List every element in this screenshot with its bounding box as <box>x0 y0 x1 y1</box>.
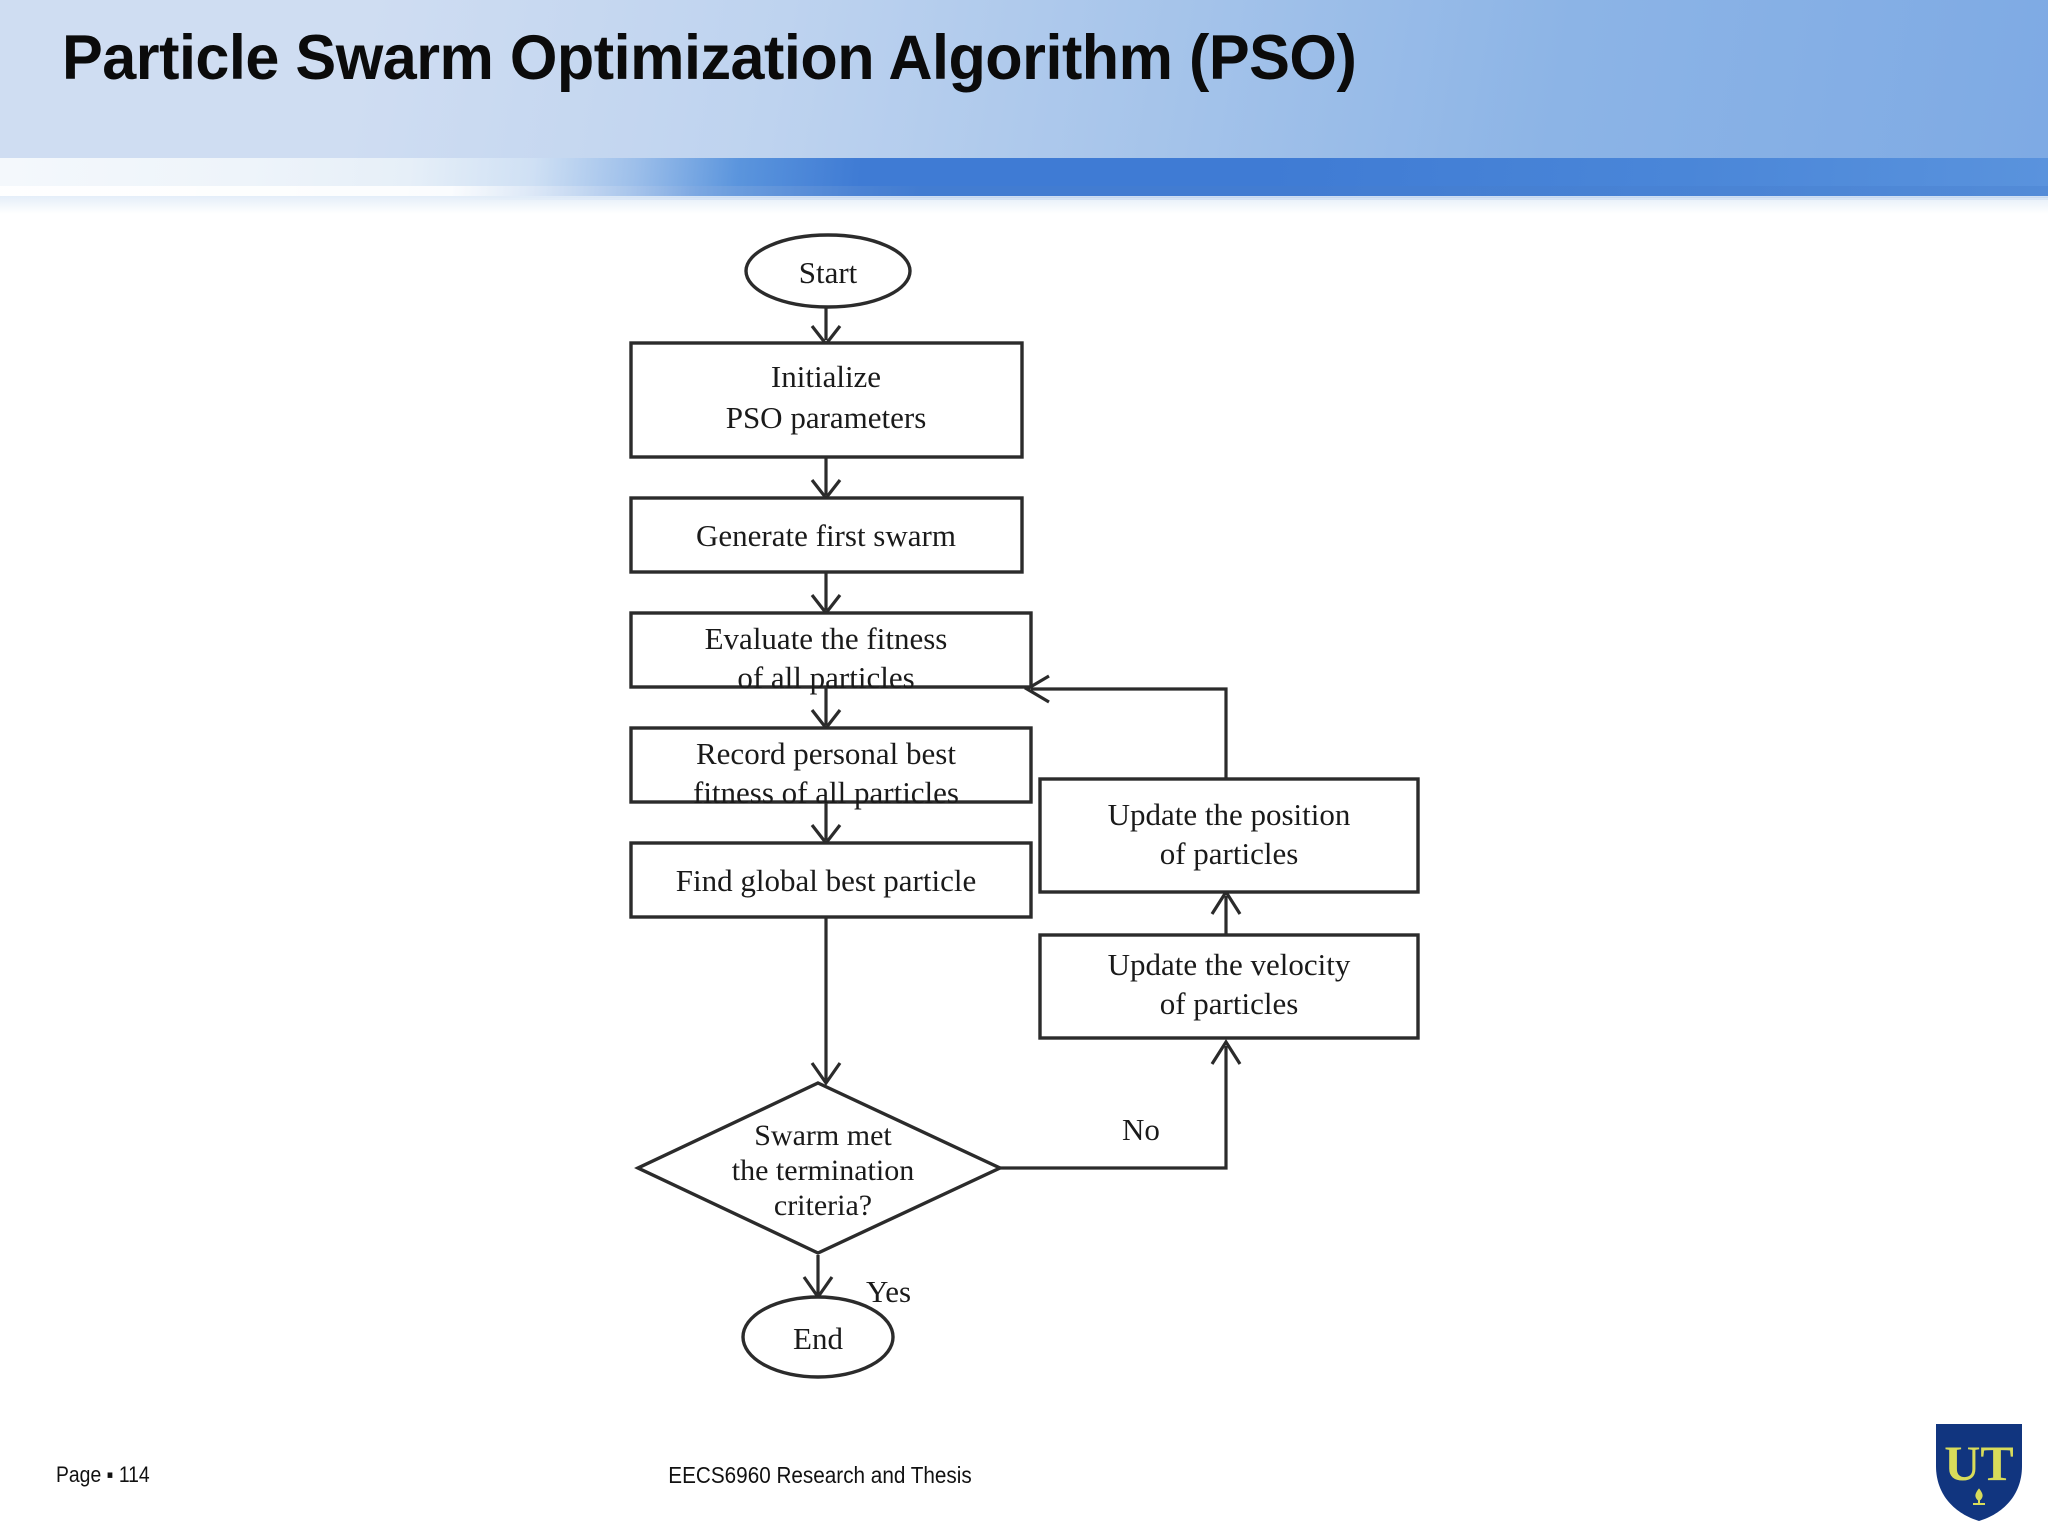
node-find-global-best-label: Find global best particle <box>676 863 976 898</box>
edge-decision-no-to-update-velocity <box>1000 1046 1228 1170</box>
node-decision-label-line1: Swarm met <box>754 1119 892 1152</box>
ut-shield-logo: UT <box>1936 1424 2022 1521</box>
node-initialize[interactable] <box>629 341 1024 459</box>
node-end-label: End <box>793 1321 843 1356</box>
node-update-position[interactable] <box>1038 777 1420 894</box>
node-start-label: Start <box>799 255 858 290</box>
node-start[interactable] <box>744 233 912 309</box>
arrowhead-evaluate-feedback <box>1023 674 1050 704</box>
node-update-position-label-line1: Update the position <box>1108 797 1351 832</box>
node-update-position-label-line2: of particles <box>1160 836 1299 871</box>
page-title: Particle Swarm Optimization Algorithm (P… <box>62 23 1357 93</box>
node-record-personal-best-label-line1: Record personal best <box>696 736 956 771</box>
node-decision-label-line2: the termination <box>732 1154 914 1187</box>
node-generate-first-swarm[interactable] <box>629 496 1024 574</box>
torch-icon <box>1973 1488 1985 1505</box>
node-record-personal-best-label-line2: fitness of all particles <box>693 775 959 810</box>
node-generate-first-swarm-label: Generate first swarm <box>696 518 956 553</box>
edge-label-no: No <box>1122 1112 1160 1147</box>
node-evaluate-fitness-label-line2: of all particles <box>737 660 914 695</box>
node-record-personal-best[interactable] <box>629 726 1033 804</box>
arrowhead-update-velocity-from-no <box>1210 1039 1242 1065</box>
shield-shape <box>1936 1424 2022 1521</box>
arrowhead-decision <box>810 1062 842 1086</box>
node-evaluate-fitness-label-line1: Evaluate the fitness <box>705 621 948 656</box>
node-decision-termination[interactable] <box>634 1081 1005 1255</box>
header-bottom-fade <box>0 196 2048 214</box>
node-evaluate-fitness[interactable] <box>629 611 1033 689</box>
edge-label-yes: Yes <box>866 1274 911 1309</box>
node-initialize-label-line2: PSO parameters <box>726 400 927 435</box>
node-decision-label-line3: criteria? <box>774 1189 872 1222</box>
node-initialize-label-line1: Initialize <box>771 359 881 394</box>
footer-page-number: Page ▪ 114 <box>56 1462 150 1487</box>
shield-letters: UT <box>1944 1435 2013 1491</box>
node-update-velocity[interactable] <box>1038 933 1420 1040</box>
node-find-global-best[interactable] <box>629 841 1033 919</box>
node-update-velocity-label-line1: Update the velocity <box>1108 947 1351 982</box>
node-end[interactable] <box>741 1295 895 1379</box>
slide-header-band <box>0 0 2048 158</box>
edge-update-position-to-evaluate <box>1031 687 1228 779</box>
footer-course-text: EECS6960 Research and Thesis <box>668 1462 972 1488</box>
node-update-velocity-label-line2: of particles <box>1160 986 1299 1021</box>
